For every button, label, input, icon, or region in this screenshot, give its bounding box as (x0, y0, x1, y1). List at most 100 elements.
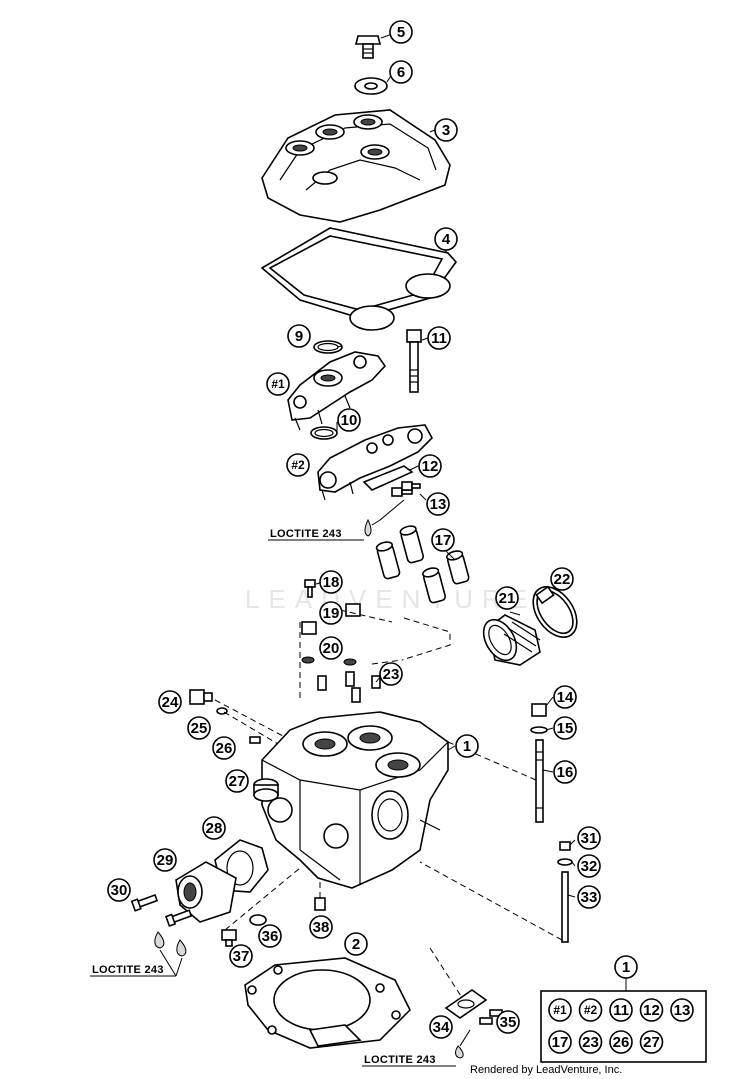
part-36-o-ring (249, 914, 267, 926)
part-bridge-2 (317, 424, 433, 501)
svg-text:17: 17 (435, 532, 452, 549)
callout-29: 29 (153, 848, 177, 872)
part-26-pin (249, 736, 261, 744)
part-30-screws (130, 893, 193, 928)
part-4-gasket (260, 227, 458, 331)
callout-32: 32 (577, 854, 601, 878)
callout-16: 16 (553, 760, 577, 784)
svg-text:15: 15 (557, 720, 574, 737)
svg-text:21: 21 (499, 590, 516, 607)
svg-text:31: 31 (581, 830, 598, 847)
part-31-nut (559, 841, 571, 851)
part-10-o-ring (310, 426, 338, 440)
kit-item-23: 23 (578, 1030, 603, 1054)
kit-item-17: 17 (548, 1030, 572, 1054)
part-1-cylinder-head (261, 711, 449, 889)
svg-text:36: 36 (262, 928, 279, 945)
svg-text:28: 28 (206, 820, 223, 837)
part-38-insert (314, 897, 326, 911)
callout-15: 15 (553, 716, 577, 740)
svg-text:12: 12 (422, 458, 439, 475)
callout-14: 14 (553, 685, 577, 709)
part-16-stud (535, 739, 544, 823)
svg-text:22: 22 (554, 571, 571, 588)
part-19-nuts (301, 603, 361, 635)
svg-text:26: 26 (613, 1034, 630, 1051)
loctite-drop-34 (455, 1045, 464, 1059)
svg-text:10: 10 (341, 412, 358, 429)
part-18-screw (304, 579, 316, 598)
svg-text:9: 9 (295, 328, 303, 345)
callout-23: 23 (379, 662, 403, 686)
svg-text:13: 13 (430, 496, 447, 513)
svg-text:23: 23 (582, 1034, 599, 1051)
callout-30: 30 (107, 878, 131, 902)
svg-text:#2: #2 (291, 458, 305, 472)
svg-text:3: 3 (442, 122, 450, 139)
svg-text:25: 25 (191, 720, 208, 737)
svg-text:14: 14 (557, 689, 574, 706)
svg-text:27: 27 (643, 1034, 660, 1051)
watermark: LEADVENTURE (245, 584, 536, 614)
kit-item-bridge-2: #2 (578, 998, 603, 1022)
part-32-washer (557, 858, 573, 866)
callout-1: 1 (455, 734, 479, 758)
svg-text:20: 20 (323, 640, 340, 657)
svg-text:18: 18 (323, 574, 340, 591)
kit-item-bridge-1: #1 (548, 998, 572, 1022)
part-14-nut (531, 703, 547, 717)
kit-item-12: 12 (639, 998, 664, 1022)
callout-bridge-2: #2 (286, 453, 310, 477)
svg-text:#1: #1 (271, 377, 285, 391)
kit-item-26: 26 (609, 1030, 633, 1054)
part-11-bolt (406, 329, 422, 393)
callout-26: 26 (212, 736, 236, 760)
svg-text:16: 16 (557, 764, 574, 781)
part-22-clamp (532, 585, 578, 638)
callout-20: 20 (319, 636, 343, 660)
svg-text:12: 12 (643, 1002, 660, 1019)
svg-text:#2: #2 (584, 1003, 598, 1017)
svg-text:38: 38 (313, 919, 330, 936)
callout-24: 24 (158, 690, 182, 714)
svg-text:23: 23 (383, 666, 400, 683)
svg-text:17: 17 (552, 1034, 569, 1051)
part-27-cap (253, 778, 279, 802)
svg-text:11: 11 (431, 330, 447, 347)
svg-text:19: 19 (323, 605, 340, 622)
callout-2: 2 (344, 932, 368, 956)
callout-22: 22 (550, 567, 574, 591)
callout-12: 12 (418, 454, 442, 478)
callout-6: 6 (389, 60, 413, 84)
svg-text:32: 32 (581, 858, 598, 875)
part-bridge-1 (287, 351, 387, 431)
svg-text:#1: #1 (553, 1003, 567, 1017)
part-33-stud (561, 871, 569, 943)
callout-35: 35 (496, 1010, 520, 1034)
callout-19: 19 (319, 601, 343, 625)
svg-text:34: 34 (433, 1019, 450, 1036)
svg-text:6: 6 (397, 64, 405, 81)
projection-lines-upper (299, 609, 451, 700)
callout-10: 10 (337, 408, 361, 432)
svg-text:13: 13 (674, 1002, 691, 1019)
loctite-note-30: LOCTITE 243 (92, 964, 164, 976)
callout-4: 4 (434, 227, 458, 251)
footer-credit: Rendered by LeadVenture, Inc. (470, 1064, 622, 1076)
part-13-screws (391, 481, 421, 497)
callout-5: 5 (389, 20, 413, 44)
callout-17: 17 (431, 528, 455, 552)
callout-13: 13 (426, 492, 450, 516)
kit-item-11: 11 (609, 998, 633, 1022)
callout-bridge-1: #1 (266, 372, 290, 396)
part-17-tappets (375, 525, 470, 604)
svg-text:37: 37 (233, 948, 250, 965)
part-15-washer (530, 726, 548, 734)
part-29-exhaust-flange (175, 861, 237, 923)
part-20-seals (301, 656, 361, 703)
kit-item-27: 27 (639, 1030, 664, 1054)
callout-31: 31 (577, 826, 601, 850)
svg-text:2: 2 (352, 936, 360, 953)
svg-text:35: 35 (500, 1014, 517, 1031)
